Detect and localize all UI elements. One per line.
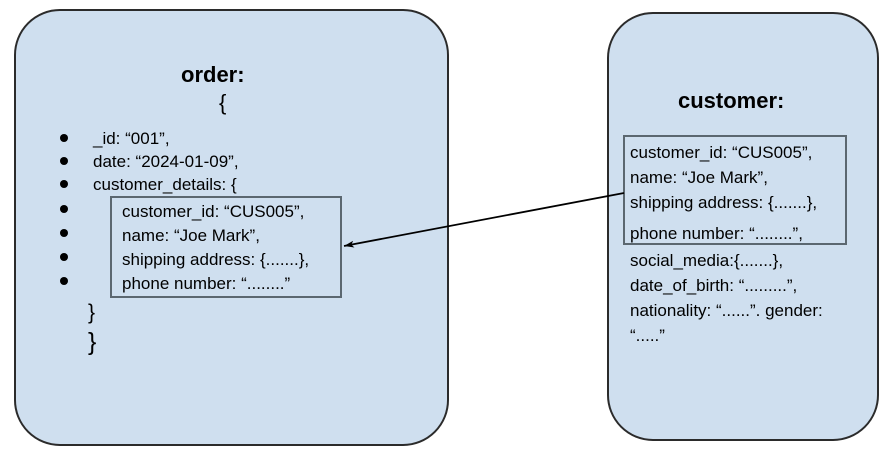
order-embedded-customer-box — [110, 196, 342, 298]
order-outer-close-brace: } — [88, 328, 97, 356]
order-panel-title: order: — [181, 62, 245, 87]
order-embedded-line-name: name: “Joe Mark”, — [122, 226, 260, 245]
customer-shared-fields-box — [623, 135, 847, 245]
list-bullet — [60, 277, 68, 285]
order-field-id: _id: “001”, — [93, 129, 170, 148]
order-field-date: date: “2024-01-09”, — [93, 152, 239, 171]
order-embedded-line-shipping-address: shipping address: {.......}, — [122, 250, 310, 269]
customer-field-shipping-address: shipping address: {.......}, — [630, 193, 818, 212]
customer-field-date-of-birth: date_of_birth: “.........”, — [630, 276, 798, 295]
customer-document-panel — [607, 12, 879, 441]
list-bullet — [60, 134, 68, 142]
order-field-customer-details: customer_details: { — [93, 175, 237, 194]
customer-field-name: name: “Joe Mark”, — [630, 168, 768, 187]
customer-field-phone-number: phone number: “........”, — [630, 224, 803, 243]
order-inner-close-brace: } — [88, 301, 96, 324]
customer-field-nationality-gender: nationality: “......”. gender: — [630, 301, 823, 320]
customer-panel-title: customer: — [678, 88, 785, 113]
customer-field-gender-value: “.....” — [630, 326, 665, 345]
order-embedded-line-phone-number: phone number: “........” — [122, 274, 291, 293]
list-bullet — [60, 253, 68, 261]
list-bullet — [60, 205, 68, 213]
order-open-brace: { — [219, 90, 227, 115]
list-bullet — [60, 229, 68, 237]
list-bullet — [60, 180, 68, 188]
order-embedded-line-customer-id: customer_id: “CUS005”, — [122, 202, 305, 221]
list-bullet — [60, 157, 68, 165]
customer-field-social-media: social_media:{.......}, — [630, 251, 784, 270]
customer-field-customer-id: customer_id: “CUS005”, — [630, 143, 813, 162]
